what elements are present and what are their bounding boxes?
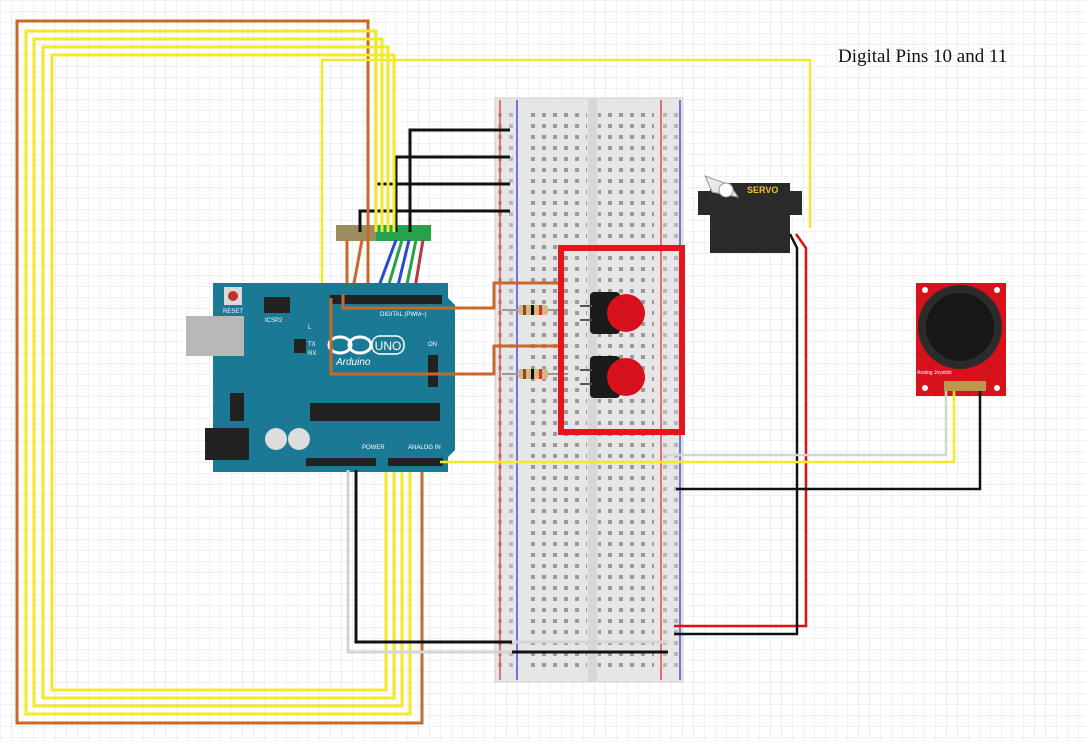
breadboard: [494, 97, 684, 683]
servo-wires: [674, 233, 808, 636]
power-jack: [205, 428, 249, 460]
power-wires: [346, 470, 668, 654]
resistor: [502, 369, 568, 379]
annotation-label: Digital Pins 10 and 11: [838, 46, 1008, 67]
pushbutton: [580, 292, 645, 334]
tx-label: TX: [308, 342, 316, 348]
board-model-label: UNO: [375, 339, 402, 353]
joystick-wires: [440, 391, 982, 491]
on-label: ON: [428, 342, 437, 348]
analog-label: ANALOG IN: [408, 445, 441, 451]
servo-label: SERVO: [747, 185, 778, 195]
highlight-box: [558, 245, 685, 435]
pushbutton: [580, 356, 645, 398]
capacitor: [288, 428, 310, 450]
button-wires: [329, 281, 560, 376]
usb-port: [186, 316, 244, 356]
digital-header: [330, 295, 442, 304]
l-led-label: L: [308, 325, 312, 331]
icsp-label: ICSP2: [265, 318, 283, 324]
arduino-board: UNO Arduino RESET ICSP2 DIGITAL (PWM~) T…: [186, 283, 455, 472]
analog-header: [388, 458, 443, 466]
servo: SERVO: [698, 175, 802, 253]
power-header: [306, 458, 376, 466]
reset-label: RESET: [223, 309, 243, 315]
joystick-label: Analog Joystick: [917, 370, 952, 376]
board-brand-label: Arduino: [335, 357, 371, 368]
capacitor: [265, 428, 287, 450]
power-label: POWER: [362, 445, 385, 451]
joystick: Analog Joystick: [916, 283, 1006, 396]
rx-label: RX: [308, 351, 316, 357]
resistor: [502, 305, 568, 315]
icsp2-header: [264, 297, 290, 313]
digital-label: DIGITAL (PWM~): [380, 312, 427, 318]
servo-signal-wire: [320, 58, 812, 294]
microcontroller-chip: [310, 403, 440, 421]
